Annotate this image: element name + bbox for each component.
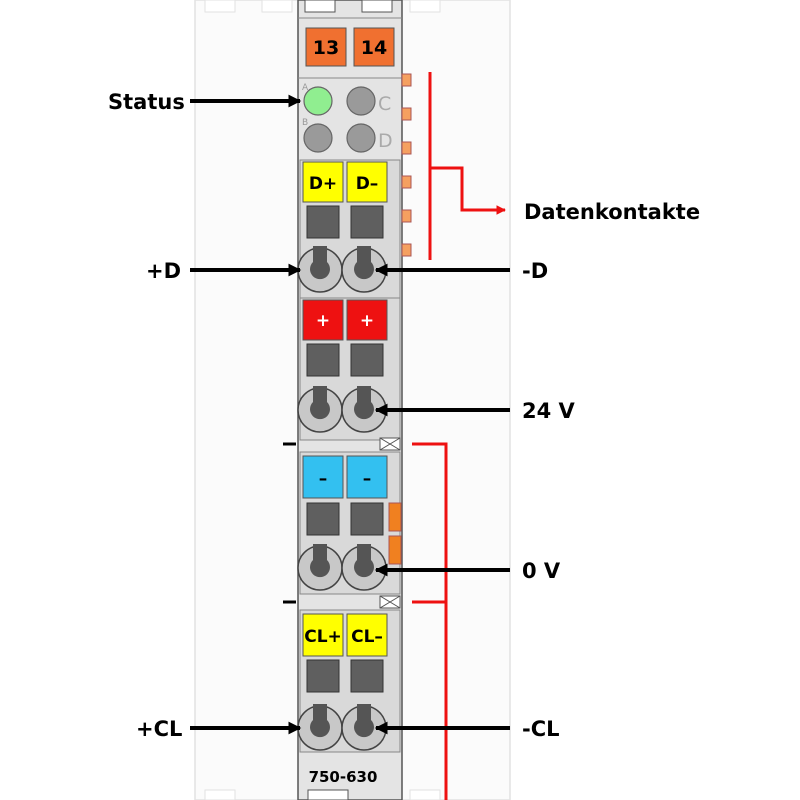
led-letter-d: D xyxy=(378,130,393,152)
svg-text:14: 14 xyxy=(361,37,387,59)
tag-d-plus: D+ xyxy=(309,174,337,194)
label-24v: 24 V xyxy=(522,399,576,423)
led-panel: A C B D xyxy=(302,83,393,153)
data-contacts-bracket xyxy=(428,72,506,260)
separator-marks xyxy=(283,437,401,609)
label-0v: 0 V xyxy=(522,559,561,583)
led-letter-c: C xyxy=(378,93,391,115)
label-minus-d: -D xyxy=(522,259,548,283)
data-contacts xyxy=(401,73,412,257)
status-led xyxy=(303,86,333,116)
tag-d-minus: D– xyxy=(356,174,379,194)
label-plus-d: +D xyxy=(146,259,181,283)
label-plus-cl: +CL xyxy=(136,717,182,741)
led-letter-b: B xyxy=(302,118,308,128)
slot-0v: – – xyxy=(297,451,402,595)
slot-24v: + + xyxy=(297,297,401,441)
led-d xyxy=(346,123,376,153)
channel-number-13: 13 xyxy=(305,27,347,67)
power-jumper-bracket xyxy=(412,442,448,800)
label-data-contacts: Datenkontakte xyxy=(524,200,700,224)
part-number: 750-630 xyxy=(309,768,378,786)
svg-text:13: 13 xyxy=(313,37,339,59)
tag-minus-right: – xyxy=(363,469,372,489)
slot-clock: CL+ CL– xyxy=(297,609,401,753)
tag-plus-left: + xyxy=(316,311,330,331)
neighbor-modules xyxy=(194,0,511,800)
tag-cl-minus: CL– xyxy=(351,627,383,647)
tag-cl-plus: CL+ xyxy=(304,627,342,647)
led-b xyxy=(303,123,333,153)
arrows xyxy=(190,94,510,735)
tag-minus-left: – xyxy=(319,469,328,489)
label-minus-cl: -CL xyxy=(522,717,560,741)
led-letter-a: A xyxy=(302,83,309,93)
tag-plus-right: + xyxy=(360,311,374,331)
label-status: Status xyxy=(108,90,185,114)
led-c xyxy=(346,86,376,116)
slot-data: D+ D– xyxy=(297,159,401,303)
channel-number-14: 14 xyxy=(353,27,395,67)
